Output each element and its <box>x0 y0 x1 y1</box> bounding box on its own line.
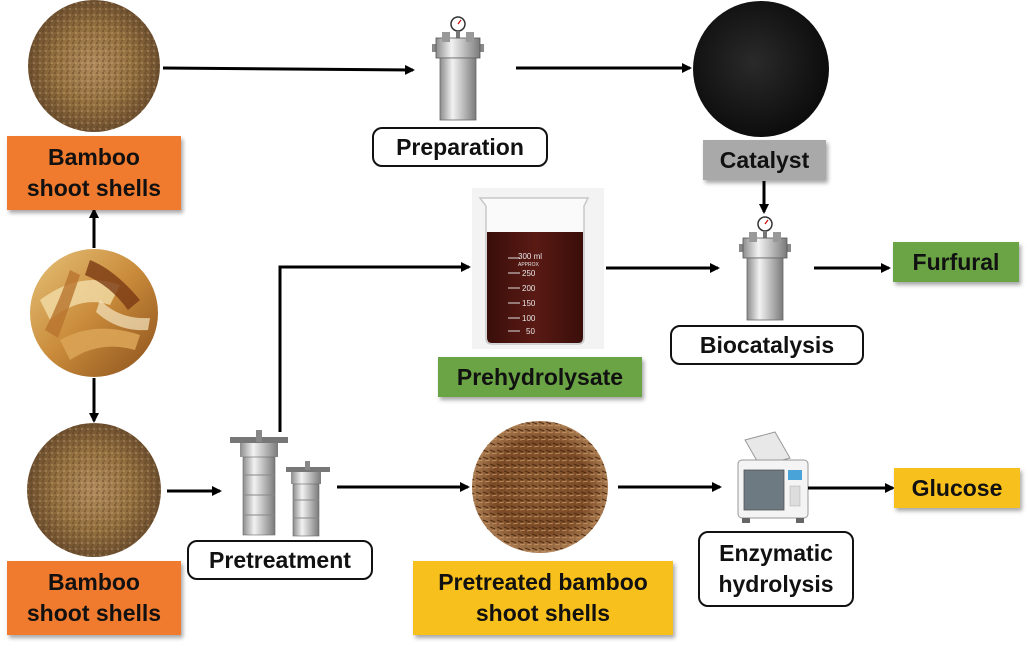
label-prehydrolysate: Prehydrolysate <box>438 357 642 397</box>
beaker-mark-250: 250 <box>522 269 536 278</box>
label-glucose: Glucose <box>894 468 1020 508</box>
beaker-mark-approx: APPROX <box>518 262 540 268</box>
arrow-powder-to-preparation <box>162 64 415 75</box>
label-furfural: Furfural <box>893 242 1019 282</box>
shaker-incubator-icon <box>737 431 809 523</box>
label-bamboo-shoot-shells-bottom: Bamboo shoot shells <box>7 561 181 635</box>
label-biocatalysis: Biocatalysis <box>670 325 864 365</box>
label-pretreatment: Pretreatment <box>187 540 373 580</box>
autoclave-reactor-icon-preparation <box>432 16 484 121</box>
arrows <box>89 63 895 496</box>
catalyst-image <box>693 1 829 137</box>
beaker-mark-150: 150 <box>522 299 536 308</box>
label-preparation: Preparation <box>372 127 548 167</box>
label-pretreated-bamboo-shoot-shells: Pretreated bamboo shoot shells <box>413 561 673 635</box>
beaker-mark-100: 100 <box>522 314 536 323</box>
arrow-pretreatment-to-prehydrolysate <box>278 262 471 432</box>
label-catalyst: Catalyst <box>703 140 826 180</box>
bamboo-shell-image <box>30 249 158 377</box>
powder-image-top <box>28 0 160 132</box>
beaker-mark-50: 50 <box>526 327 535 336</box>
beaker-image: 300 ml APPROX 250 200 150 100 50 <box>472 188 604 349</box>
autoclave-reactor-icon-biocatalysis <box>739 216 791 321</box>
label-enzymatic-hydrolysis: Enzymatic hydrolysis <box>698 531 854 607</box>
label-bamboo-shoot-shells-top: Bamboo shoot shells <box>7 136 181 210</box>
powder-image-bottom <box>27 423 161 557</box>
beaker-mark-300: 300 ml <box>518 252 542 261</box>
pretreated-shells-image <box>472 421 608 553</box>
hydrothermal-reactor-icon <box>230 430 330 537</box>
beaker-mark-200: 200 <box>522 284 536 293</box>
